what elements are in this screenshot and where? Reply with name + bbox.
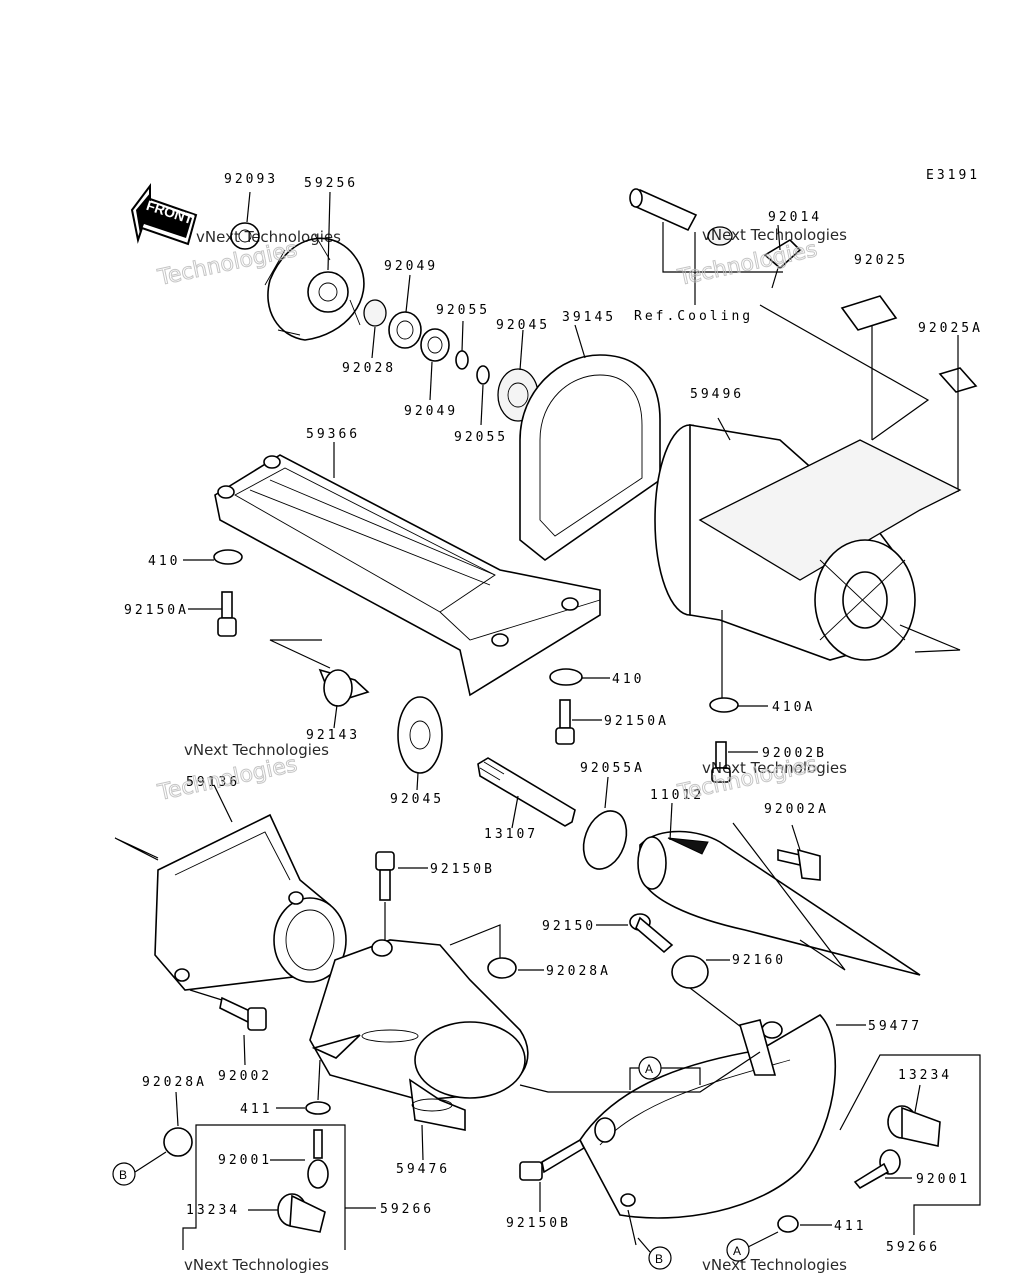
- shims-92025: [759, 295, 978, 492]
- reverse-bucket-59477: [579, 1013, 866, 1246]
- label-92049-top: 92049: [384, 259, 438, 274]
- fasteners-mid: [549, 668, 768, 783]
- label-92002A: 92002A: [764, 802, 829, 817]
- label-92028A-left: 92028A: [142, 1075, 207, 1090]
- label-92150: 92150: [542, 919, 596, 934]
- drive-shaft-13107: [477, 757, 628, 870]
- fasteners-left: [183, 549, 443, 791]
- pump-housing-59136: [114, 784, 347, 991]
- front-arrow-icon: FRONT: [130, 183, 198, 246]
- watermark-text: vNext Technologies: [702, 226, 847, 244]
- label-92014: 92014: [768, 210, 822, 225]
- label-59136: 59136: [186, 775, 240, 790]
- label-59496: 59496: [690, 387, 744, 402]
- pump-case-59496: [654, 417, 962, 698]
- label-92001-left: 92001: [218, 1153, 272, 1168]
- fasteners-steer: [596, 913, 746, 1031]
- label-92143: 92143: [306, 728, 360, 743]
- label-92160: 92160: [732, 953, 786, 968]
- label-410-left: 410: [148, 554, 180, 569]
- label-39145: 39145: [562, 310, 616, 325]
- callout-a-top: A: [638, 1056, 662, 1080]
- callout-a-bottom: A: [726, 1238, 750, 1262]
- watermark-outline: Technologies: [155, 752, 299, 806]
- washer-411-right: [741, 1215, 832, 1251]
- kit-box-left: [182, 1124, 376, 1250]
- watermark-outline: Technologies: [675, 237, 819, 291]
- label-ref-cooling: Ref.Cooling: [634, 309, 753, 324]
- cooling-hose: [629, 188, 802, 305]
- watermark-text: vNext Technologies: [184, 741, 329, 759]
- ride-plate-59366: [214, 442, 601, 697]
- label-59476: 59476: [396, 1162, 450, 1177]
- label-59477: 59477: [868, 1019, 922, 1034]
- label-92150A-mid: 92150A: [604, 714, 669, 729]
- label-92150B-bottom: 92150B: [506, 1216, 571, 1231]
- label-410A: 410A: [772, 700, 815, 715]
- cap-92028A-mid: [487, 957, 544, 979]
- label-92028: 92028: [342, 361, 396, 376]
- label-92093: 92093: [224, 172, 278, 187]
- label-92049-bottom: 92049: [404, 404, 458, 419]
- bolt-92150B-top: [375, 851, 428, 940]
- label-92055-bottom: 92055: [454, 430, 508, 445]
- impeller-group: [230, 191, 539, 426]
- watermark-text: vNext Technologies: [184, 1256, 329, 1274]
- svg-text:B: B: [119, 1168, 127, 1182]
- label-13234-right: 13234: [898, 1068, 952, 1083]
- washer-411-left: [276, 1059, 331, 1115]
- label-411-right: 411: [834, 1219, 866, 1234]
- kit-box-right: [839, 1054, 981, 1235]
- label-92028A-mid: 92028A: [546, 964, 611, 979]
- nozzle-11012: [637, 802, 921, 976]
- callout-b-bottom: B: [637, 1237, 672, 1270]
- label-59266-right: 59266: [886, 1240, 940, 1255]
- label-92001-right: 92001: [916, 1172, 970, 1187]
- svg-text:A: A: [733, 1244, 741, 1258]
- callout-b-left: B: [112, 1162, 136, 1186]
- svg-text:A: A: [645, 1062, 653, 1076]
- label-92002B: 92002B: [762, 746, 827, 761]
- label-59366: 59366: [306, 427, 360, 442]
- label-92150A-left: 92150A: [124, 603, 189, 618]
- label-411-left: 411: [240, 1102, 272, 1117]
- label-92025A: 92025A: [918, 321, 983, 336]
- label-59266-left: 59266: [380, 1202, 434, 1217]
- label-92025: 92025: [854, 253, 908, 268]
- label-92055A: 92055A: [580, 761, 645, 776]
- cap-92028A-left: [134, 1091, 193, 1173]
- label-92045-top: 92045: [496, 318, 550, 333]
- bolt-92002: [189, 989, 267, 1066]
- steering-duct-59476: [309, 924, 761, 1161]
- diagram-code: E3191: [926, 168, 980, 183]
- label-92002: 92002: [218, 1069, 272, 1084]
- label-13107: 13107: [484, 827, 538, 842]
- pump-cover-39145: [519, 324, 661, 561]
- watermark-text: vNext Technologies: [702, 1256, 847, 1274]
- label-13234-left: 13234: [186, 1203, 240, 1218]
- watermark-text: vNext Technologies: [702, 759, 847, 777]
- label-11012: 11012: [650, 788, 704, 803]
- label-92150B-top: 92150B: [430, 862, 495, 877]
- label-92045-bottom: 92045: [390, 792, 444, 807]
- label-59256: 59256: [304, 176, 358, 191]
- part-labels: 92093 59256 92049 92028 92049 92055 9204…: [124, 172, 983, 1255]
- watermark-text: vNext Technologies: [196, 228, 341, 246]
- bolt-92150B-bottom: [519, 1138, 586, 1212]
- svg-text:B: B: [655, 1252, 663, 1266]
- label-410-mid: 410: [612, 672, 644, 687]
- label-92055-top: 92055: [436, 303, 490, 318]
